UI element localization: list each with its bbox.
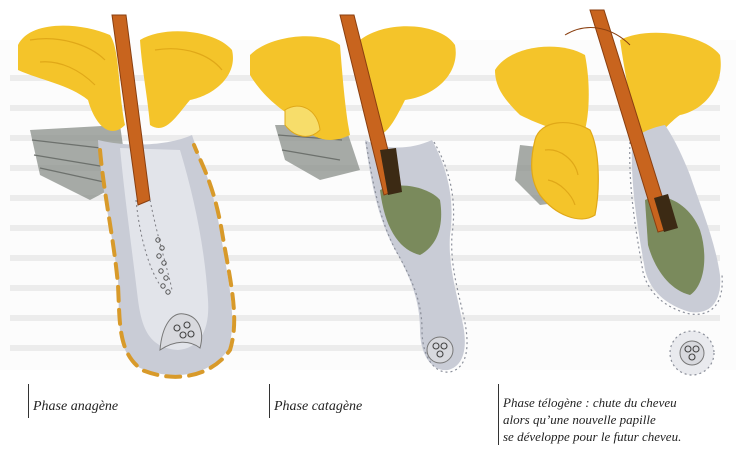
caption-telogen: Phase télogène : chute du cheveu alors q… bbox=[498, 384, 681, 445]
dermal-papilla bbox=[427, 337, 453, 363]
caption-catagen: Phase catagène bbox=[269, 384, 362, 418]
caption-anagen: Phase anagène bbox=[28, 384, 118, 418]
caption-telogen-line-1: Phase télogène : chute du cheveu bbox=[503, 394, 681, 411]
caption-telogen-line-3: se développe pour le futur cheveu. bbox=[503, 428, 681, 445]
caption-telogen-line-2: alors qu’une nouvelle papille bbox=[503, 411, 681, 428]
dermal-papilla bbox=[680, 341, 704, 365]
